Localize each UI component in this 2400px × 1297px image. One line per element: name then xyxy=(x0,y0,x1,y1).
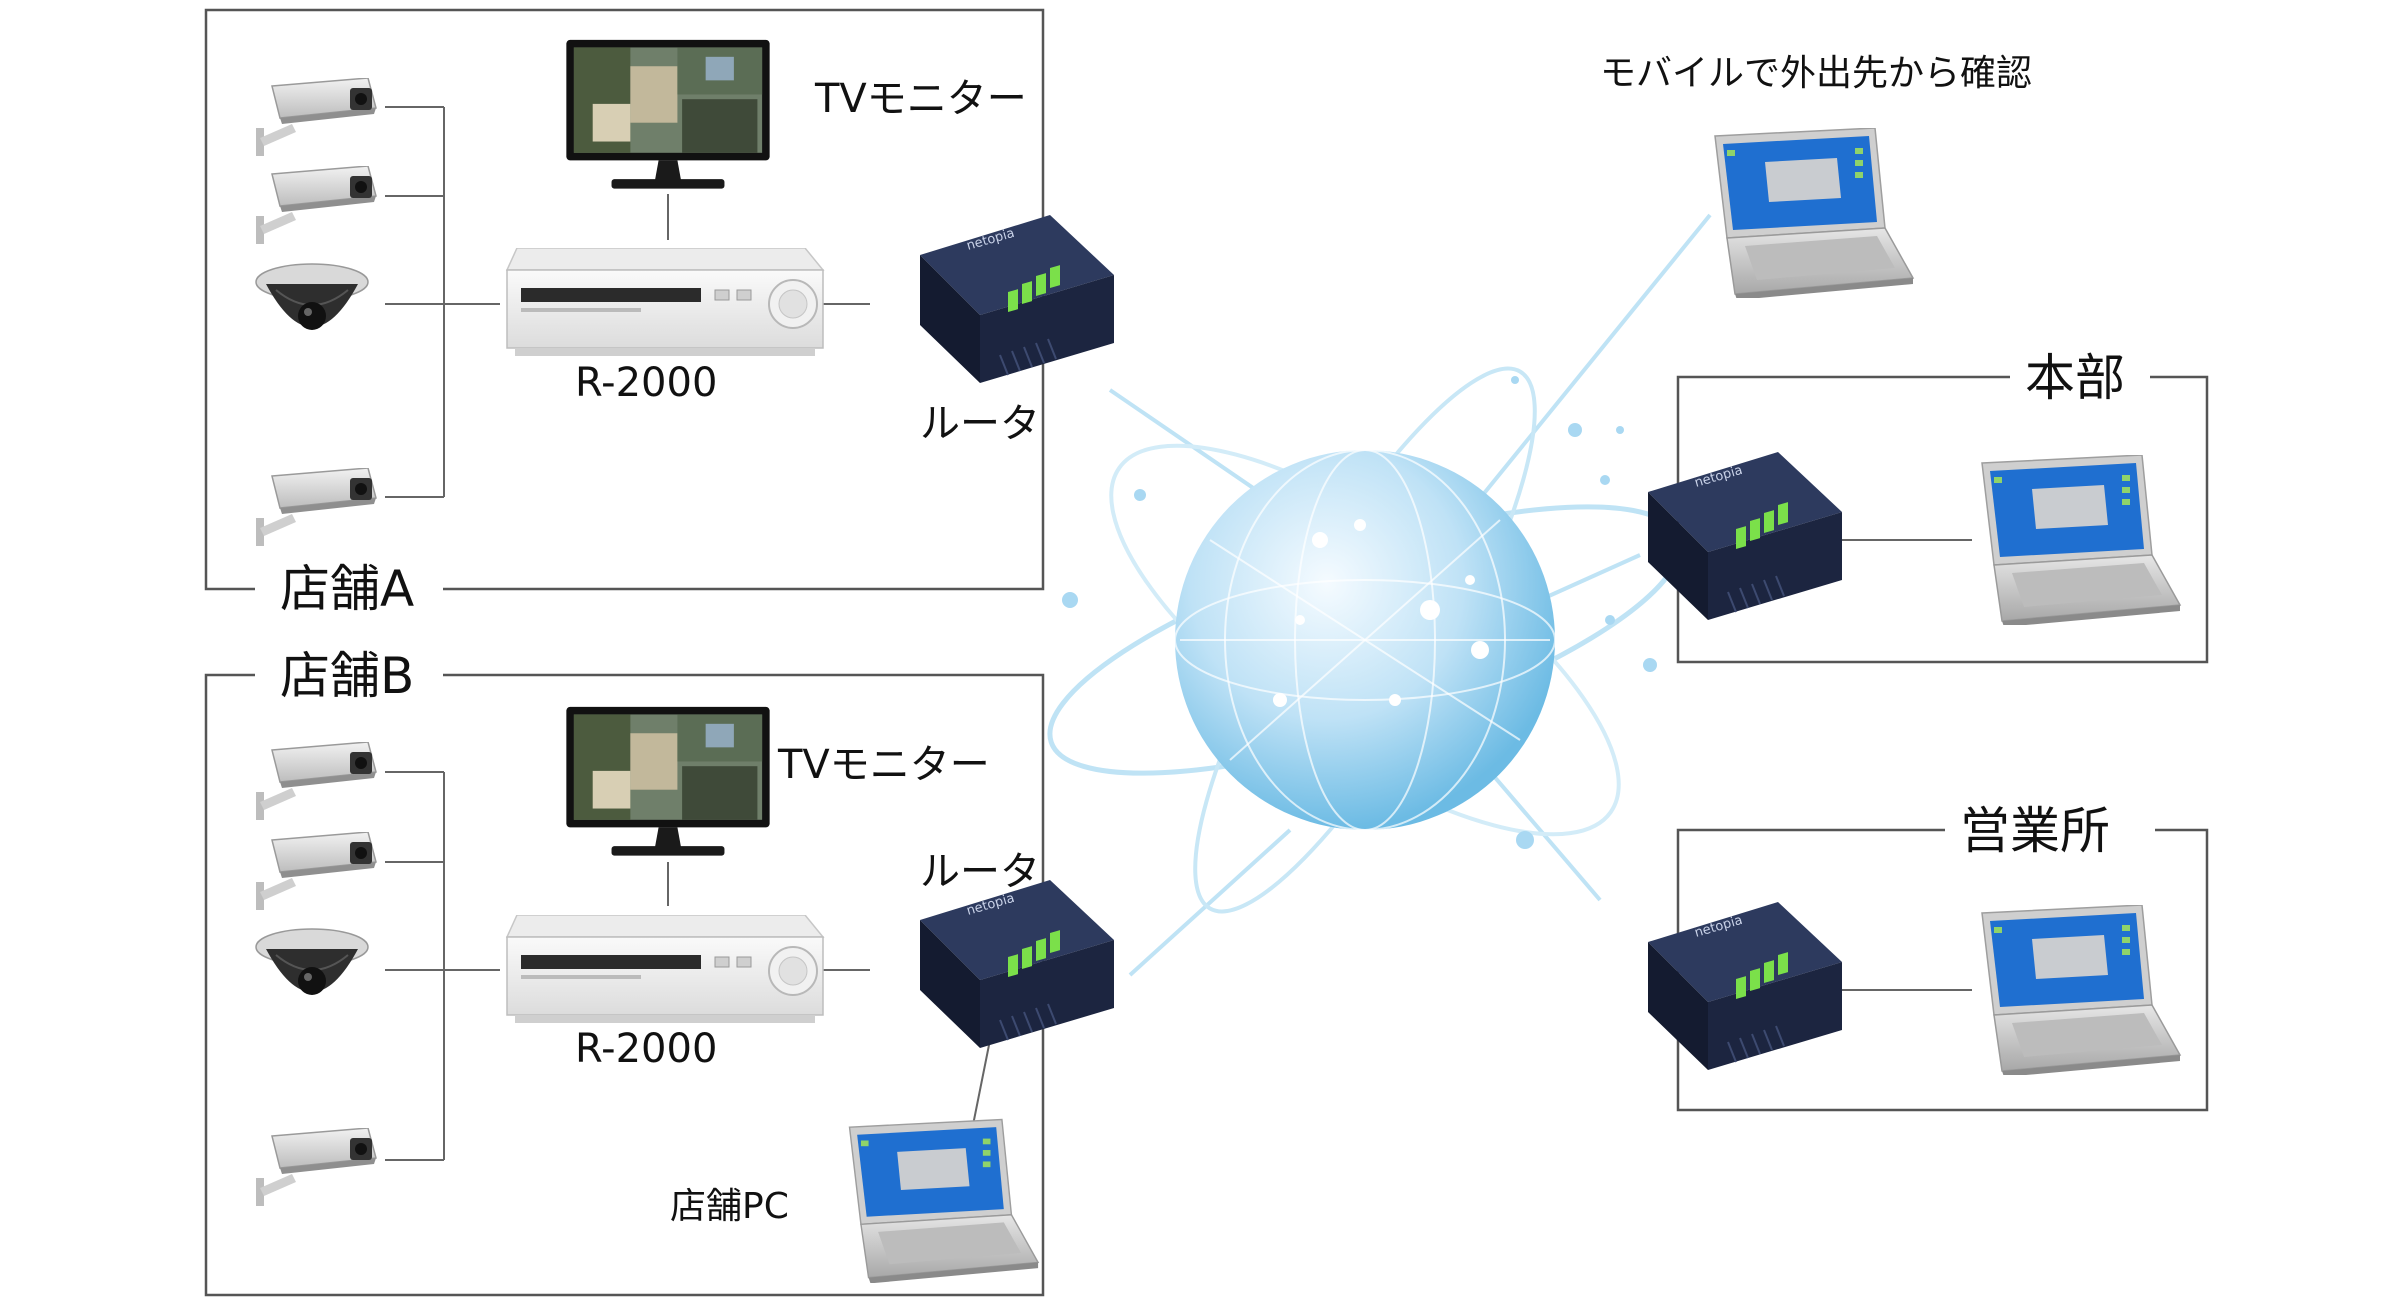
sales-office-frame xyxy=(1676,828,2209,1112)
store-b-recorder-label: R-2000 xyxy=(575,1026,717,1072)
box-camera-icon xyxy=(255,78,377,157)
laptop-icon xyxy=(1981,455,2181,625)
beam-to-sales-office xyxy=(1478,758,1602,902)
dome-camera-icon xyxy=(255,263,369,331)
mobile-label: モバイルで外出先から確認 xyxy=(1600,53,2032,94)
sales-office-title: 営業所 xyxy=(1960,802,2110,860)
store-b-title: 店舗B xyxy=(280,647,414,705)
store-b-frame xyxy=(204,673,1045,1297)
headquarters-title: 本部 xyxy=(2025,349,2125,407)
store-a-monitor-label: TVモニター xyxy=(814,76,1027,122)
router-icon xyxy=(919,215,1115,384)
laptop-icon xyxy=(1714,128,1914,298)
headquarters-frame xyxy=(1676,375,2209,664)
router-icon xyxy=(919,880,1115,1049)
store-a-wiring xyxy=(385,106,870,498)
store-b-section: 店舗B TVモニター R-2000 netopia ルータ 店舗PC xyxy=(204,647,1115,1297)
laptop-icon xyxy=(848,1118,1039,1283)
box-camera-icon xyxy=(255,166,377,245)
tv-monitor-icon xyxy=(566,706,770,856)
store-b-pc-label: 店舗PC xyxy=(670,1186,789,1227)
recorder-icon xyxy=(506,915,824,1024)
floating-dots xyxy=(1062,376,1657,849)
box-camera-icon xyxy=(255,1128,377,1207)
dome-camera-icon xyxy=(255,928,369,996)
store-b-monitor-label: TVモニター xyxy=(777,742,990,788)
box-camera-icon xyxy=(255,832,377,911)
beam-to-headquarters xyxy=(1539,553,1641,602)
box-camera-icon xyxy=(255,468,377,547)
headquarters-section: 本部 netopia xyxy=(1647,349,2209,664)
store-a-section: 店舗A TVモニター R-2000 netopia ルータ xyxy=(204,8,1115,618)
store-b-wiring xyxy=(385,771,991,1161)
sales-office-section: 営業所 netopia xyxy=(1647,802,2209,1112)
store-a-router-label: ルータ xyxy=(920,401,1040,447)
box-camera-icon xyxy=(255,742,377,821)
laptop-icon xyxy=(1981,905,2181,1075)
store-a-frame xyxy=(204,8,1045,591)
beam-to-store-b xyxy=(1128,828,1292,977)
internet-globe-group xyxy=(1047,213,1712,977)
globe-mesh xyxy=(1174,449,1556,831)
recorder-icon xyxy=(506,248,824,357)
mobile-section: モバイルで外出先から確認 xyxy=(1600,53,2032,298)
tv-monitor-icon xyxy=(566,39,770,189)
store-b-router-label: ルータ xyxy=(920,849,1040,895)
store-a-title: 店舗A xyxy=(280,560,414,618)
store-a-recorder-label: R-2000 xyxy=(575,360,717,406)
globe-nodes xyxy=(1273,519,1489,707)
